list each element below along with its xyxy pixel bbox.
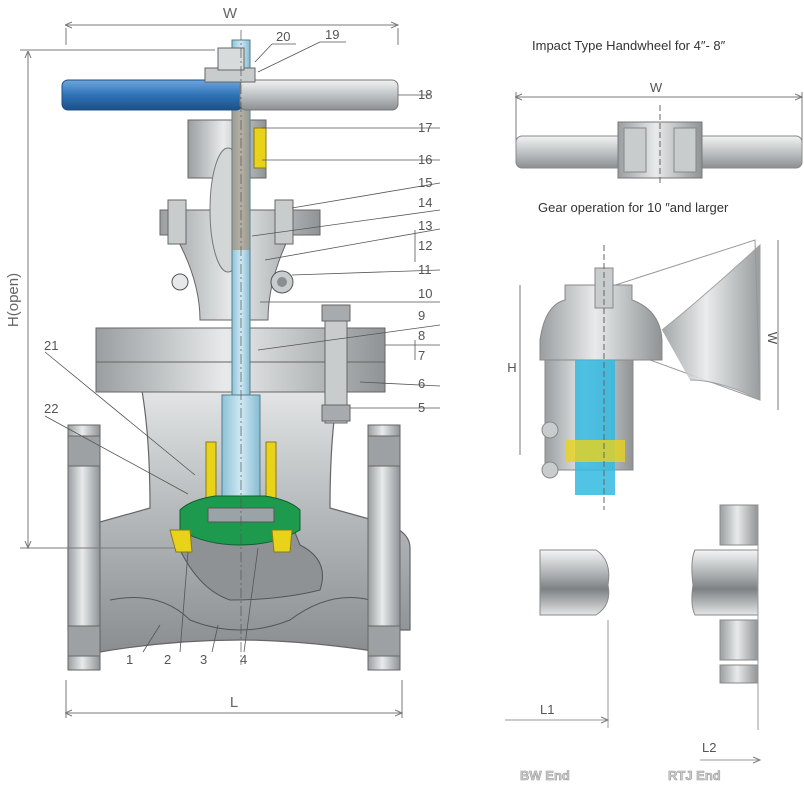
callout-5: 5 xyxy=(418,400,425,415)
callout-9: 9 xyxy=(418,308,425,323)
gear-dim-h: H xyxy=(507,360,516,375)
callout-16: 16 xyxy=(418,152,432,167)
callout-19: 19 xyxy=(325,27,339,42)
left-flange-bolt-top xyxy=(67,435,101,467)
callout-11: 11 xyxy=(418,262,432,277)
callout-14: 14 xyxy=(418,195,432,210)
right-flange-bolt-top xyxy=(367,435,401,467)
callout-10: 10 xyxy=(418,286,432,301)
callout-17: 17 xyxy=(418,120,432,135)
packing-right xyxy=(265,441,277,503)
gear-title: Gear operation for 10 ″and larger xyxy=(538,200,729,215)
callout-8: 8 xyxy=(418,328,425,343)
stem-top-nut xyxy=(217,47,245,71)
handwheel-title: Impact Type Handwheel for 4″- 8″ xyxy=(532,38,726,53)
bw-end-dim: L1 xyxy=(540,702,554,717)
right-flange-bolt-bottom xyxy=(367,625,401,657)
left-flange-bolt-bottom xyxy=(67,625,101,657)
body-lower-wall xyxy=(109,597,371,631)
gear-dim-w: W xyxy=(765,332,780,345)
callout-1: 1 xyxy=(126,652,133,667)
callout-7: 7 xyxy=(418,348,425,363)
gland-pin-left xyxy=(171,273,189,291)
callout-13: 13 xyxy=(418,218,432,233)
handwheel-handle-grey xyxy=(239,79,399,111)
dim-h-open: H(open) xyxy=(5,273,22,327)
yoke-bolt-left xyxy=(167,199,187,245)
rtj-end xyxy=(691,504,760,760)
handwheel-dim-w: W xyxy=(650,80,663,95)
bw-end xyxy=(505,549,610,728)
yoke-nut xyxy=(253,127,267,169)
callout-2: 2 xyxy=(164,652,171,667)
callout-leaders xyxy=(44,41,441,653)
callout-20: 20 xyxy=(276,29,290,44)
rtj-end-dim: L2 xyxy=(702,740,716,755)
dim-w-main: W xyxy=(223,5,238,22)
callout-22: 22 xyxy=(44,401,58,416)
rtj-end-label: RTJ End xyxy=(668,768,721,783)
callout-21: 21 xyxy=(44,338,58,353)
yoke-bolt-right xyxy=(274,199,294,245)
callout-3: 3 xyxy=(200,652,207,667)
main-valve-section xyxy=(61,30,411,671)
callout-4: 4 xyxy=(240,652,247,667)
callout-12: 12 xyxy=(418,238,432,253)
callout-6: 6 xyxy=(418,376,425,391)
bw-end-label: BW End xyxy=(520,768,570,783)
handwheel-handle-blue xyxy=(61,79,243,111)
callout-18: 18 xyxy=(418,87,432,102)
gear-operator xyxy=(519,239,779,510)
dim-l-main: L xyxy=(230,694,238,711)
seat-ring-left xyxy=(169,529,193,553)
impact-handwheel xyxy=(516,92,802,185)
callout-15: 15 xyxy=(418,175,432,190)
main-dimensions xyxy=(20,25,402,718)
seat-ring-right xyxy=(271,529,293,553)
packing-left xyxy=(205,441,217,503)
